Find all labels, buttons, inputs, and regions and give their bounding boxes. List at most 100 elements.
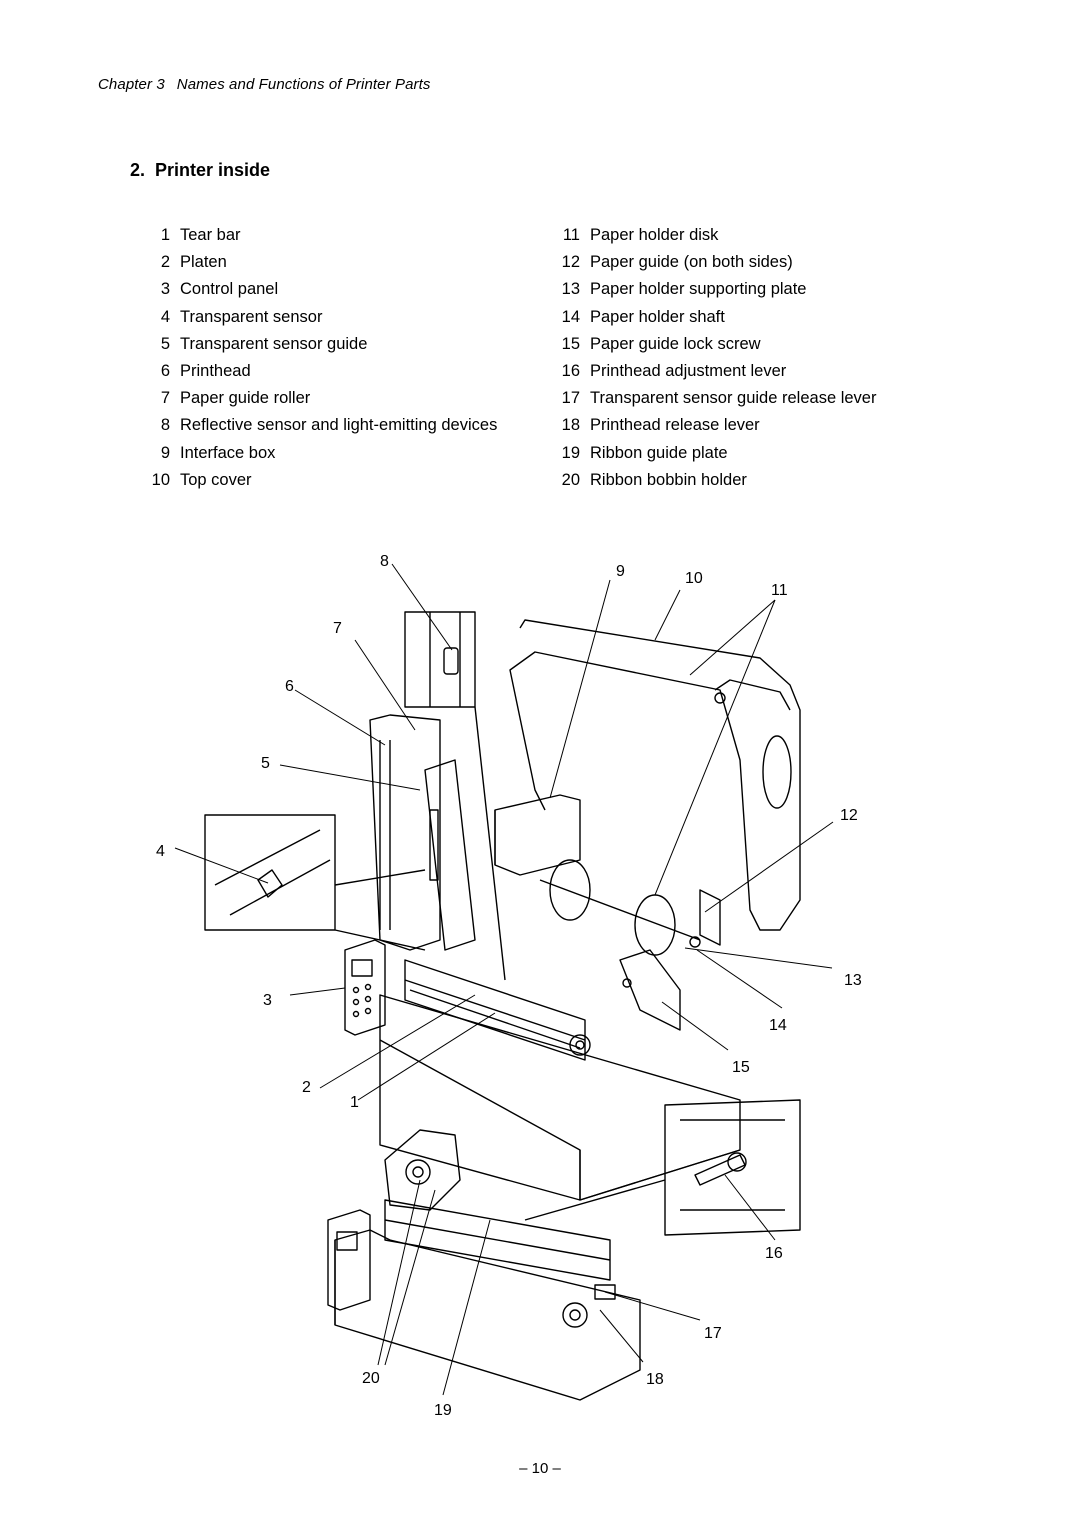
part-number: 15 <box>561 334 580 353</box>
list-item: 19 Ribbon guide plate <box>550 442 970 469</box>
printer-body-drawing <box>379 994 741 1201</box>
callout-18: 18 <box>646 1371 664 1388</box>
list-item: 13 Paper holder supporting plate <box>550 278 970 305</box>
callout-17: 17 <box>704 1325 722 1342</box>
part-label: Reflective sensor and light-emitting dev… <box>180 416 498 435</box>
callout-8: 8 <box>380 553 389 570</box>
top-cover-drawing <box>509 619 801 931</box>
adjustment-lever-inset <box>664 1099 801 1236</box>
part-label: Top cover <box>180 470 252 489</box>
control-panel-drawing <box>344 939 386 1036</box>
section-title: 2. Printer inside <box>130 160 270 181</box>
part-label: Printhead adjustment lever <box>590 361 787 380</box>
part-label: Paper guide lock screw <box>590 334 761 353</box>
chapter-title: Names and Functions of Printer Parts <box>176 76 431 93</box>
part-label: Ribbon guide plate <box>590 443 728 462</box>
part-number: 1 <box>160 226 170 244</box>
part-label: Printhead release lever <box>590 416 760 435</box>
section-number: 2. <box>130 160 146 180</box>
part-number: 18 <box>561 416 580 435</box>
transparent-sensor-inset <box>204 814 336 931</box>
list-item: 18 Printhead release lever <box>550 414 970 441</box>
interface-box-drawing <box>494 794 581 876</box>
lower-detail-drawing <box>334 1229 641 1401</box>
sensor-guide-drawing <box>424 759 476 951</box>
callout-3: 3 <box>263 992 272 1009</box>
callout-20: 20 <box>362 1370 380 1387</box>
part-number: 16 <box>561 361 580 380</box>
part-number: 3 <box>160 280 170 299</box>
list-item: 2 Platen <box>140 251 560 278</box>
page-number: – 10 – <box>519 1460 561 1477</box>
part-number: 5 <box>160 334 170 353</box>
printer-inside-diagram: 1 2 3 4 5 6 7 8 9 10 11 12 13 14 15 16 1… <box>140 540 900 1430</box>
part-number: 2 <box>160 253 170 272</box>
part-label: Ribbon bobbin holder <box>590 470 747 489</box>
callout-1: 1 <box>350 1094 359 1111</box>
list-item: 5 Transparent sensor guide <box>140 333 560 360</box>
part-number: 19 <box>561 443 580 462</box>
ribbon-guide-plate-drawing <box>384 1199 611 1281</box>
part-number: 10 <box>151 470 170 489</box>
callout-13: 13 <box>844 972 862 989</box>
list-item: 12 Paper guide (on both sides) <box>550 251 970 278</box>
part-label: Tear bar <box>180 226 241 244</box>
platen-drawing <box>404 959 586 1061</box>
part-label: Transparent sensor guide <box>180 334 368 353</box>
part-number: 11 <box>562 226 580 244</box>
part-number: 6 <box>160 361 170 380</box>
callout-4: 4 <box>156 843 165 860</box>
ribbon-bobbin-holder-drawing <box>384 1129 461 1211</box>
chapter-header: Chapter 3 Names and Functions of Printer … <box>98 76 431 93</box>
list-item: 4 Transparent sensor <box>140 306 560 333</box>
section-title-text: Printer inside <box>155 160 271 180</box>
part-label: Control panel <box>180 280 279 299</box>
part-label: Transparent sensor <box>180 307 323 326</box>
part-number: 9 <box>160 443 170 462</box>
callout-12: 12 <box>840 807 858 824</box>
callout-5: 5 <box>261 755 270 772</box>
list-item: 10 Top cover <box>140 469 560 496</box>
list-item: 15 Paper guide lock screw <box>550 333 970 360</box>
paper-holder-disk-drawing <box>549 859 591 921</box>
list-item: 8 Reflective sensor and light-emitting de… <box>140 414 560 441</box>
part-label: Paper holder shaft <box>590 307 725 326</box>
callout-10: 10 <box>685 570 703 587</box>
part-label: Paper holder supporting plate <box>590 280 807 299</box>
callout-7: 7 <box>333 620 342 637</box>
part-number: 14 <box>561 307 580 326</box>
part-number: 7 <box>160 389 170 408</box>
part-number: 12 <box>561 253 580 272</box>
list-item: 20 Ribbon bobbin holder <box>550 469 970 496</box>
printer-illustration: 1 2 3 4 5 6 7 8 9 10 11 12 13 14 15 16 1… <box>156 553 862 1419</box>
list-item: 1 Tear bar <box>140 224 560 251</box>
part-label: Paper guide (on both sides) <box>590 253 793 272</box>
part-label: Paper holder disk <box>590 226 719 244</box>
part-number: 4 <box>160 307 170 326</box>
callout-9: 9 <box>616 563 625 580</box>
callout-6: 6 <box>285 678 294 695</box>
callout-11: 11 <box>771 582 788 599</box>
callout-15: 15 <box>732 1059 750 1076</box>
chapter-number: Chapter 3 <box>98 76 165 93</box>
callout-2: 2 <box>302 1079 311 1096</box>
part-number: 17 <box>561 389 580 408</box>
parts-list-right: 11 Paper holder disk 12 Paper guide (on bo… <box>550 224 970 496</box>
part-number: 13 <box>561 280 580 299</box>
part-label: Platen <box>180 253 227 272</box>
callout-19: 19 <box>434 1402 452 1419</box>
list-item: 14 Paper holder shaft <box>550 306 970 333</box>
part-label: Paper guide roller <box>180 389 311 408</box>
list-item: 11 Paper holder disk <box>550 224 970 251</box>
list-item: 3 Control panel <box>140 278 560 305</box>
list-item: 16 Printhead adjustment lever <box>550 360 970 387</box>
reflective-sensor-inset <box>404 611 476 708</box>
callout-16: 16 <box>765 1245 783 1262</box>
part-number: 8 <box>160 416 170 435</box>
part-number: 20 <box>561 470 580 489</box>
callout-14: 14 <box>769 1017 787 1034</box>
